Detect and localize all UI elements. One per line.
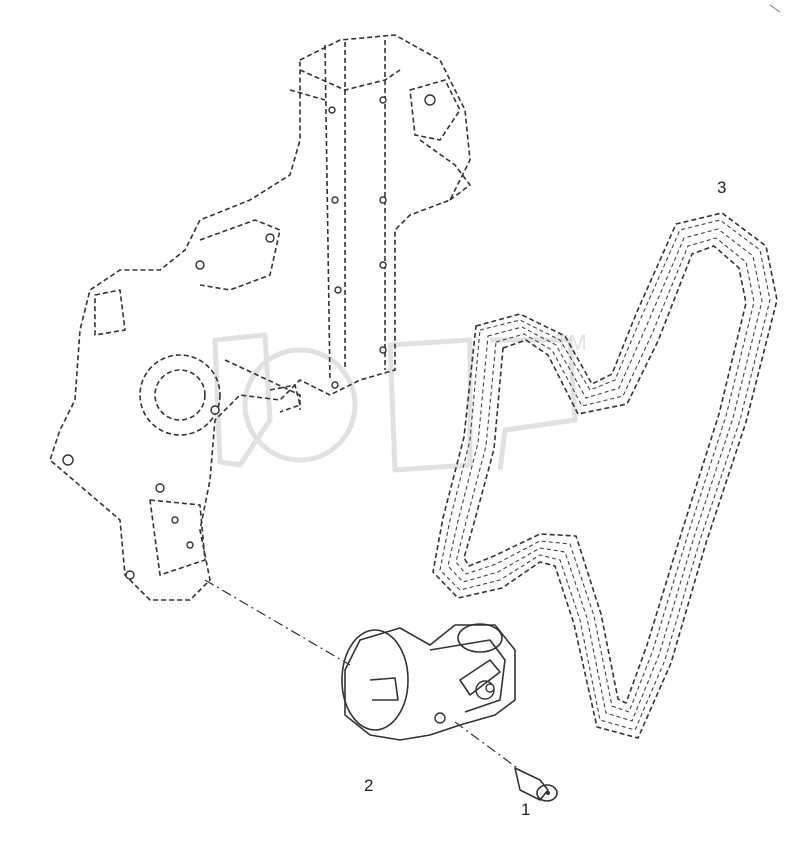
bolt — [514, 767, 558, 802]
bolt-axis-line — [454, 721, 521, 771]
callout-1: 1 — [521, 800, 531, 819]
engine-front-housing — [49, 34, 471, 601]
poly-v-belt — [432, 212, 778, 739]
callout-3: 3 — [717, 178, 727, 197]
watermark-logo: TM — [212, 330, 587, 473]
corner-mark — [769, 4, 781, 13]
mounting-axis-line — [204, 579, 351, 666]
belt-tensioner — [341, 623, 516, 741]
callout-2: 2 — [364, 776, 374, 795]
